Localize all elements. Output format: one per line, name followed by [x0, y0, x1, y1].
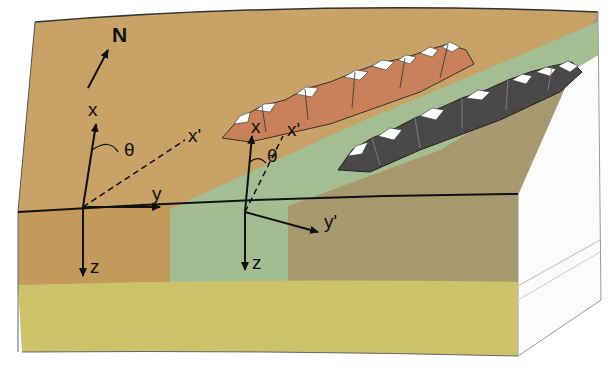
axis-label: y	[152, 184, 162, 203]
axis-label: θ	[267, 146, 278, 165]
axis-label: z	[252, 253, 262, 272]
axis-label: y'	[324, 212, 337, 231]
axis-label: θ	[124, 140, 135, 159]
axis-label: x'	[188, 126, 201, 145]
axis-label: x	[88, 100, 98, 119]
axis-label: x	[251, 117, 261, 136]
axis-label: x'	[287, 120, 300, 139]
north-label: N	[112, 24, 127, 45]
axis-label: z	[90, 257, 100, 276]
